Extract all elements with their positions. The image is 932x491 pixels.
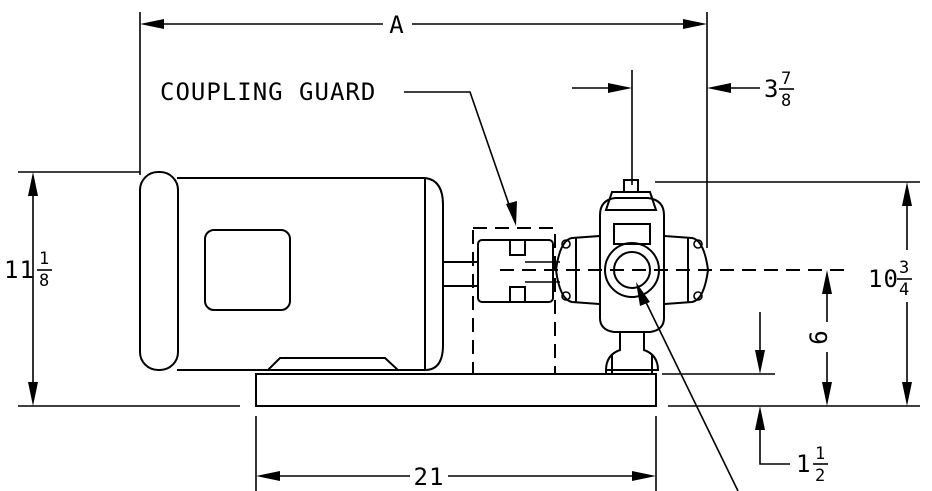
dimension-pump-height: 10 3 4 [868,182,912,406]
arrow-head-left [256,471,280,481]
arrow-head-left [140,19,164,29]
dimension-base-length: 21 [255,416,657,491]
dimension-a-label: A [389,11,404,39]
leader-arrow [506,201,517,226]
relief-valve-cap [623,179,639,193]
coupling-guard [472,227,560,375]
arrow-head-lower [755,406,765,430]
motor-body [177,177,444,371]
motor-foot [266,357,400,372]
dimension-overall-height: 11 1 8 [4,171,240,407]
overall-height-denominator: 8 [39,271,49,291]
flange-bolt [561,291,571,301]
flange-bolt [693,291,703,301]
pump-height-numerator: 3 [899,258,909,278]
pump-upper-plate [613,223,651,245]
base-length-label: 21 [414,463,445,491]
motor-end-bell [139,171,179,371]
pump-casing [599,197,665,333]
gear-pump [554,179,710,375]
arrow-head [608,83,632,93]
coupling-jaw [509,239,526,303]
arrow-head [707,83,731,93]
arrow-head-bottom [902,382,912,406]
arrow-head-bottom [822,382,832,406]
arrow-head-bottom [28,382,38,406]
relief-valve-body [604,191,658,211]
overall-height-whole: 11 [4,256,35,284]
coupling-hub [477,239,554,303]
dimension-base-height: 1 1 2 [755,312,828,486]
pump-pedestal [604,331,660,371]
base-height-whole: 1 [796,450,811,478]
dimension-a: A [139,11,708,248]
dimension-shaft-height: 6 [805,270,833,406]
arrow-head-right [632,471,656,481]
leader-arrow [636,282,650,306]
port-leader [636,282,739,491]
motor-nameplate [204,229,291,311]
base-height-denominator: 2 [815,466,825,486]
flange-bolt [693,239,703,249]
arrow-head-top [902,182,912,206]
base-plate [255,373,657,407]
arrow-head-top [28,172,38,196]
base-height-numerator: 1 [815,444,825,464]
coupling-guard-callout: COUPLING GUARD [160,78,517,226]
coupling-guard-outline [472,227,556,375]
port-offset-numerator: 7 [781,69,791,89]
base-plate-outline [255,373,657,407]
shaft-height-label: 6 [805,329,833,344]
pump-height-denominator: 4 [899,280,909,300]
overall-height-numerator: 1 [39,249,49,269]
pump-height-whole: 10 [868,265,899,293]
arrow-head-upper [755,350,765,374]
electric-motor [139,171,479,372]
port-offset-denominator: 8 [781,91,791,111]
dimension-port-offset: 3 7 8 [572,69,794,185]
arrow-head-right [683,19,707,29]
port-offset-whole: 3 [764,75,779,103]
flange-bolt [561,239,571,249]
arrow-head-top [822,270,832,294]
leader-line [639,289,739,491]
dimension-line-lower [759,430,790,465]
coupling-guard-label: COUPLING GUARD [160,78,376,106]
leader-line [404,91,516,223]
